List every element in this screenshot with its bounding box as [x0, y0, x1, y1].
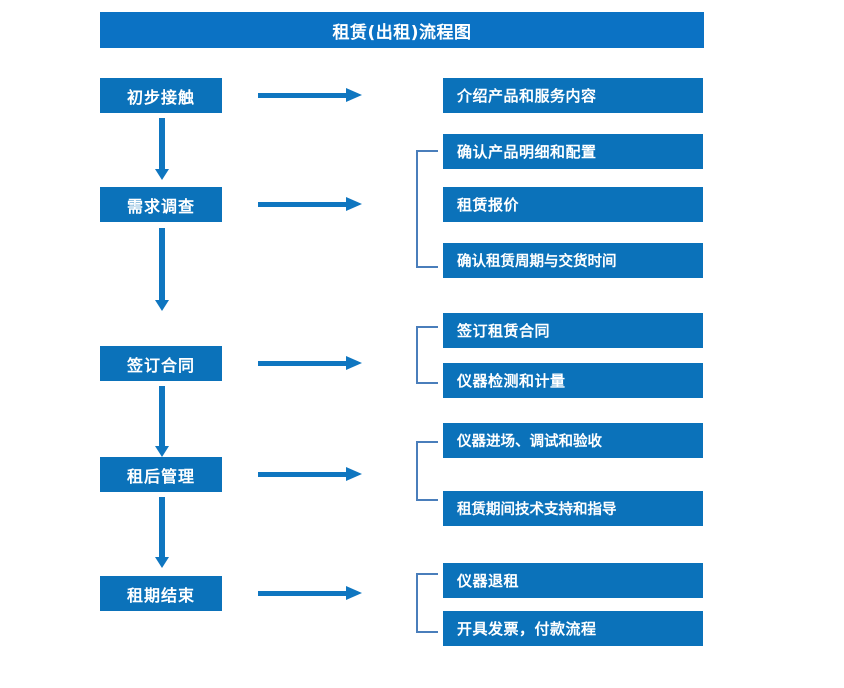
arrow-head: [346, 356, 362, 370]
arrow-shaft: [258, 93, 348, 98]
arrow-shaft: [159, 228, 165, 300]
arrow-head: [346, 197, 362, 211]
bracket-group-4: [416, 441, 438, 501]
stage-box-1[interactable]: 初步接触: [100, 78, 222, 113]
task-box-10[interactable]: 开具发票，付款流程: [443, 611, 703, 646]
arrow-head: [155, 446, 169, 457]
stage-box-5[interactable]: 租期结束: [100, 576, 222, 611]
task-box-7[interactable]: 仪器进场、调试和验收: [443, 423, 703, 458]
bracket-group-3: [416, 326, 438, 384]
arrow-shaft: [258, 591, 348, 596]
arrow-head: [346, 467, 362, 481]
bracket-group-5: [416, 573, 438, 633]
arrow-stage-3-to-tasks: [258, 356, 362, 370]
task-box-8[interactable]: 租赁期间技术支持和指导: [443, 491, 703, 526]
arrow-head: [346, 88, 362, 102]
arrow-head: [346, 586, 362, 600]
arrow-head: [155, 169, 169, 180]
arrow-stage-1-to-tasks: [258, 88, 362, 102]
arrow-stage-3-to-stage-4: [155, 386, 169, 457]
arrow-stage-1-to-stage-2: [155, 118, 169, 180]
stage-box-4[interactable]: 租后管理: [100, 457, 222, 492]
arrow-shaft: [258, 472, 348, 477]
stage-box-2[interactable]: 需求调查: [100, 187, 222, 222]
arrow-shaft: [258, 361, 348, 366]
arrow-shaft: [159, 386, 165, 446]
arrow-stage-4-to-stage-5: [155, 497, 169, 568]
task-box-6[interactable]: 仪器检测和计量: [443, 363, 703, 398]
arrow-shaft: [258, 202, 348, 207]
arrow-head: [155, 300, 169, 311]
diagram-title: 租赁(出租)流程图: [100, 12, 704, 48]
arrow-stage-5-to-tasks: [258, 586, 362, 600]
stage-box-3[interactable]: 签订合同: [100, 346, 222, 381]
arrow-shaft: [159, 497, 165, 557]
task-box-2[interactable]: 确认产品明细和配置: [443, 134, 703, 169]
arrow-stage-2-to-stage-3: [155, 228, 169, 311]
task-box-5[interactable]: 签订租赁合同: [443, 313, 703, 348]
arrow-stage-2-to-tasks: [258, 197, 362, 211]
arrow-stage-4-to-tasks: [258, 467, 362, 481]
arrow-head: [155, 557, 169, 568]
task-box-3[interactable]: 租赁报价: [443, 187, 703, 222]
task-box-1[interactable]: 介绍产品和服务内容: [443, 78, 703, 113]
task-box-9[interactable]: 仪器退租: [443, 563, 703, 598]
task-box-4[interactable]: 确认租赁周期与交货时间: [443, 243, 703, 278]
arrow-shaft: [159, 118, 165, 169]
bracket-group-2: [416, 150, 438, 268]
